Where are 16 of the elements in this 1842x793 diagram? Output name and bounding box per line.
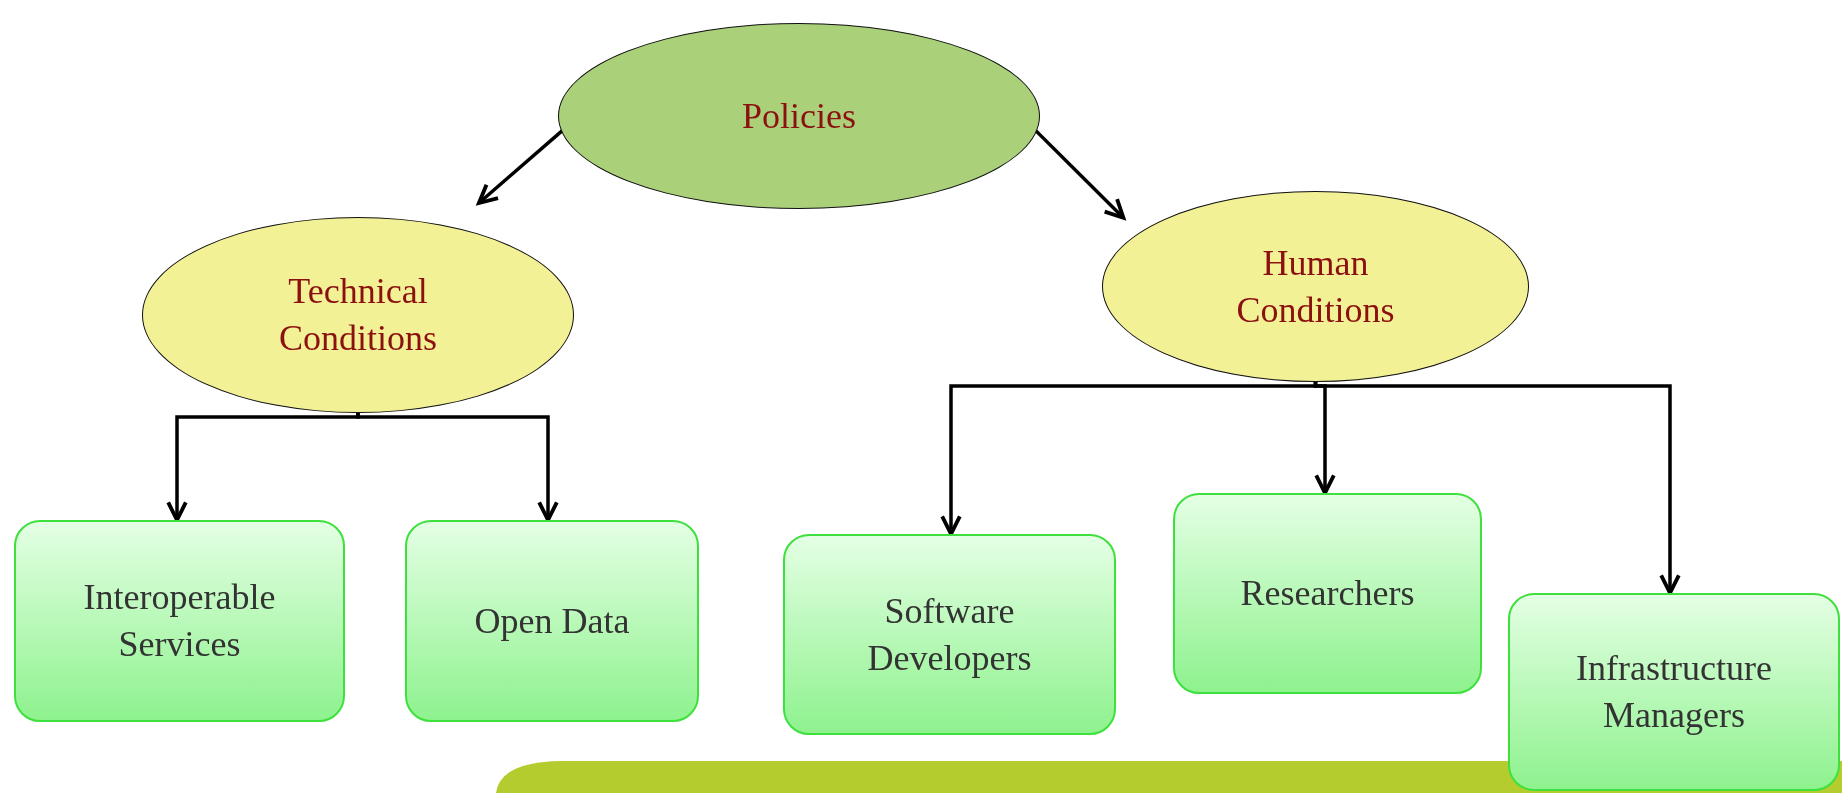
rounded-box: [405, 520, 699, 722]
node-label: Researchers: [1240, 572, 1415, 616]
arrow: [477, 129, 564, 205]
node-label: Open Data: [474, 599, 630, 643]
node-label: Human Conditions: [1235, 241, 1396, 332]
node-label: Infrastructure Managers: [1575, 647, 1773, 737]
rounded-box: [1508, 593, 1840, 791]
arrow: [1313, 381, 1681, 595]
rounded-box: [783, 534, 1116, 735]
arrow: [1034, 129, 1126, 220]
node-label: Policies: [742, 94, 856, 138]
rounded-box: [1173, 493, 1482, 694]
node-label: Interoperable Services: [82, 576, 277, 666]
node-label: Software Developers: [866, 589, 1033, 680]
node-label: Technical Conditions: [278, 270, 438, 360]
rounded-box: [14, 520, 345, 722]
